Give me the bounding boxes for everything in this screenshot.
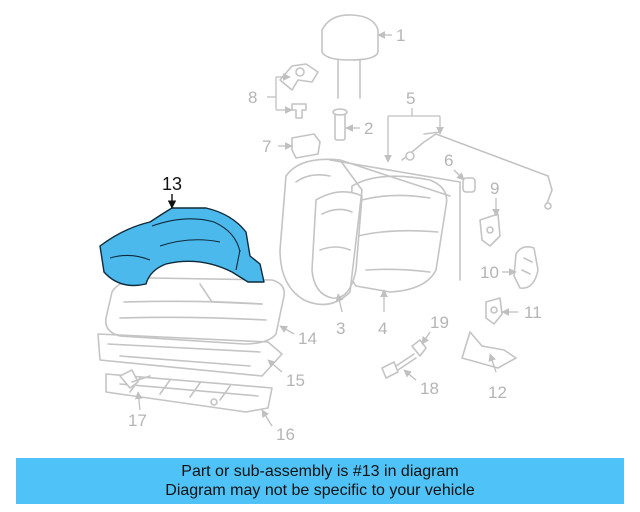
part-14-cushion [104,277,286,345]
callout-8: 8 [248,88,257,107]
part-10-latch-cover [513,246,539,289]
part-11-striker [485,297,503,325]
part-7-cover [291,133,321,159]
part-18-bolt [381,353,417,379]
callout-2: 2 [364,119,373,138]
callout-14: 14 [298,329,317,348]
part-2-guide [332,108,348,141]
callout-18: 18 [420,379,439,398]
callout-12: 12 [488,383,507,402]
part-9-latch [479,213,501,247]
part-6-knob [462,177,476,193]
banner-line-part: Part or sub-assembly is #13 in diagram [181,463,459,480]
callout-15: 15 [286,371,305,390]
callout-4: 4 [378,319,387,338]
callout-3: 3 [336,319,345,338]
part-3-seatback-pad [311,191,363,299]
info-banner: Part or sub-assembly is #13 in diagram D… [16,458,624,504]
callout-5: 5 [406,89,415,108]
callout-1: 1 [396,26,405,45]
seatback-cover [279,158,363,306]
callout-13: 13 [162,174,182,194]
callout-7: 7 [262,137,271,156]
callout-10: 10 [480,263,499,282]
part-17-hook [119,369,151,389]
callout-6: 6 [444,151,453,170]
callout-16: 16 [276,425,295,444]
callout-17: 17 [128,411,147,430]
callout-19: 19 [430,313,449,332]
part-1-headrest [321,14,379,99]
part-13-highlight [99,207,265,287]
part-12-hinge-cover [461,331,517,369]
banner-line-disclaimer: Diagram may not be specific to your vehi… [165,482,475,499]
callout-9: 9 [490,179,499,198]
callout-13-highlight: 13 [162,174,182,209]
part-8-bracket [279,63,319,119]
callout-labels: 1 2 3 4 5 6 7 8 9 10 11 12 14 15 16 17 1… [128,26,542,444]
leader-lines [134,31,518,427]
callout-11: 11 [524,303,542,322]
parts-diagram: 1 2 3 4 5 6 7 8 9 10 11 12 14 15 16 17 1… [97,14,553,444]
